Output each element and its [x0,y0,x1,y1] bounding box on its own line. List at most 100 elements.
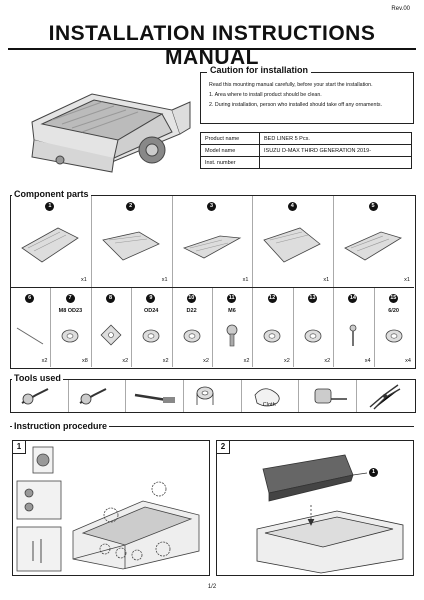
part-number: 9 [146,294,156,303]
revision-label: Rev.00 [391,6,410,12]
quantity: x1 [404,277,410,283]
part-number: 8 [105,294,115,303]
caution-box: Caution for installation Read this mount… [200,65,414,124]
quantity: x8 [81,358,88,364]
part-number: 3 [206,202,216,211]
page-title: INSTALLATION INSTRUCTIONS MANUAL [48,22,376,69]
quantity: x2 [203,358,209,364]
part-number: 7 [65,294,75,303]
component-parts-heading: Component parts [12,189,91,199]
part-number: 12 [267,294,277,303]
caution-line: 1. Area where to install product should … [209,92,322,98]
hardware-part-illustration [263,329,281,343]
quantity: x2 [122,358,129,364]
part-number: 2 [126,202,136,211]
tool-cell [183,380,242,412]
cloth-label: Cloth [262,402,276,408]
title-underline [8,48,416,50]
hardware-part-illustration [142,329,160,343]
quantity: x4 [364,358,371,364]
table-key: Model name [200,144,260,157]
component-cell: 5 x1 [333,196,414,287]
part-number: 10 [186,294,196,303]
quantity: x1 [80,277,87,283]
component-cell: 12 x2 [252,288,294,367]
step-number: 1 [13,441,26,454]
component-cell: 7 M8 OD23 x8 [50,288,92,367]
step-1-illustration [16,446,200,572]
step-1-panel: 1 [12,440,210,576]
quantity: x1 [161,277,168,283]
component-cell: 8 x2 [91,288,133,367]
callout-number: 1 [369,468,378,477]
page-number: 1/2 [207,584,217,590]
tool-cell [68,380,127,412]
part-number: 5 [368,202,378,211]
hardware-part-illustration [349,324,357,346]
procedure-heading: Instruction procedure [12,421,110,431]
hardware-part-illustration [226,324,238,347]
cloth-icon [254,388,280,407]
tools-section [10,379,416,413]
component-cell: 11 M6 x2 [212,288,254,367]
hardware-part-illustration [183,329,200,343]
part-spec: M6 [228,308,236,314]
component-cell: 15 6/20 x4 [374,288,414,367]
component-cell: 10 D22 x2 [172,288,213,367]
step-2-panel: 2 1 [216,440,414,576]
liner-panel-illustration [344,231,403,261]
part-number: 11 [227,294,237,303]
table-value: BED LINER 5 Pcs. [259,132,412,145]
quantity: x2 [324,358,331,364]
hardware-part-illustration [16,327,44,345]
step-number: 2 [217,441,230,454]
tool-cell [356,380,414,412]
tool-cell [125,380,185,412]
component-cell: 9 OD24 x2 [131,288,173,367]
part-number: 4 [287,202,297,211]
component-cell: 13 x2 [293,288,335,367]
tape-roll-icon [196,386,214,405]
quantity: x1 [323,277,330,283]
component-parts-section [10,195,416,369]
liner-panel-illustration [182,235,241,259]
table-key: Product name [200,132,260,145]
tool-cell [299,380,358,412]
part-number: 15 [388,294,398,303]
screwdriver-icon [79,388,107,405]
part-number: 14 [348,294,358,303]
pliers-icon [369,384,401,410]
step-2-illustration [256,454,404,574]
table-value: ISUZU D-MAX THIRD GENERATION 2019- [259,144,412,157]
tools-heading: Tools used [12,373,63,383]
procedure-rule [10,426,414,427]
hardware-part-illustration [61,329,79,343]
table-row: Inst. number [200,156,412,169]
quantity: x2 [283,358,290,364]
liner-panel-illustration [101,231,160,261]
torque-wrench-icon [135,393,176,403]
quantity: x4 [405,358,411,364]
hardware-part-illustration [100,324,122,346]
quantity: x2 [243,358,250,364]
liner-panel-illustration [21,227,79,263]
caution-line: 2. During installation, person who insta… [209,102,383,108]
table-key: Inst. number [200,156,260,169]
caution-line: Read this mounting manual carefully, bef… [209,82,373,88]
part-spec: D22 [186,308,197,314]
quantity: x2 [41,358,48,364]
component-cell: 1 x1 [10,196,92,287]
pickup-truck-illustration [31,93,191,173]
component-cell: 4 x1 [252,196,335,287]
quantity: x1 [242,277,249,283]
part-spec: 6/20 [388,308,399,314]
part-spec: OD24 [144,308,159,314]
component-cell: 2 x1 [91,196,173,287]
caution-heading: Caution for installation [207,65,311,75]
component-cell: 6 x2 [10,288,52,367]
tape-measure-icon [314,388,347,404]
divider [10,287,414,288]
